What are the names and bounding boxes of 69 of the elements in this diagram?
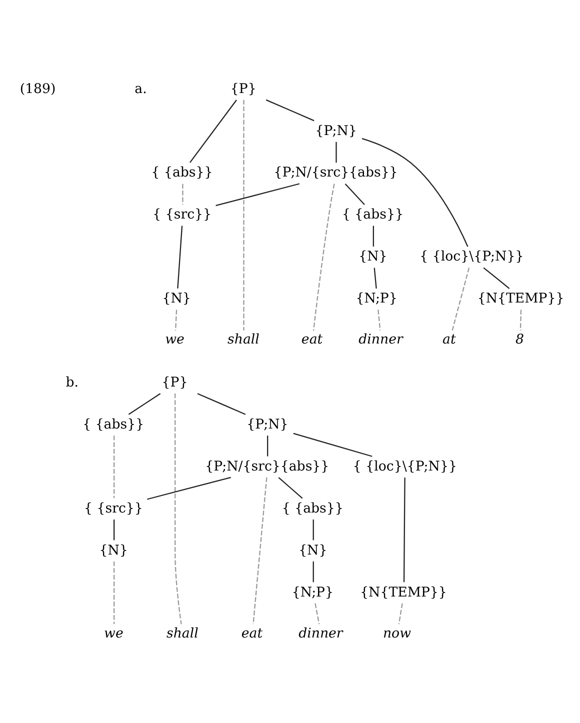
connector (293, 432, 372, 456)
connector (114, 435, 115, 498)
connector (344, 182, 365, 204)
connector (128, 392, 161, 414)
node-text: {P} (230, 81, 256, 96)
node-text: now (382, 626, 411, 641)
node-text: {N{TEMP}} (477, 291, 564, 306)
label: a. (134, 81, 147, 96)
connector (278, 476, 303, 498)
connector (174, 309, 178, 330)
node-text: {P;N} (315, 123, 357, 138)
connector (362, 138, 468, 246)
connector (147, 476, 231, 500)
node-text: {N} (358, 249, 388, 264)
connector (452, 267, 470, 330)
connector (243, 99, 244, 330)
node-text: at (442, 332, 456, 348)
node-text: { {src}} (152, 207, 212, 222)
node-text: {N{TEMP}} (360, 584, 447, 600)
node-text: { {abs}} (282, 500, 344, 516)
node-text: {N;P} (356, 291, 398, 306)
connector (114, 519, 115, 540)
node-text: dinner (298, 626, 343, 641)
node-text: {N} (298, 542, 328, 558)
label: b. (66, 375, 79, 390)
node-text: we (165, 332, 184, 348)
connector (177, 225, 183, 288)
node-text: shall (166, 626, 198, 641)
connector (252, 476, 268, 624)
connector (372, 225, 374, 246)
node-text: we (104, 626, 124, 641)
connector (114, 560, 115, 624)
node-text: { {abs}} (342, 207, 404, 222)
connector (483, 266, 510, 288)
connector (182, 183, 184, 204)
node-text: dinner (358, 332, 403, 348)
connector (312, 560, 314, 582)
node-text: 8 (516, 332, 524, 348)
connector (216, 182, 300, 206)
node-text: {P;N/{src}{abs}} (205, 458, 330, 474)
node-text: {N} (162, 291, 191, 306)
node-text: eat (241, 626, 263, 641)
connector (378, 309, 381, 330)
node-text: {N;P} (292, 584, 334, 600)
connector (312, 519, 314, 540)
connector (312, 183, 335, 330)
connector (174, 393, 182, 624)
connector (314, 602, 320, 624)
node-text: eat (301, 332, 323, 348)
connector (520, 309, 522, 330)
node-text: { {loc}\{P;N}} (352, 458, 457, 474)
connector (267, 435, 268, 456)
connector (398, 602, 403, 624)
node-text: { {abs}} (82, 416, 144, 432)
connector (190, 99, 237, 162)
connector (266, 98, 314, 121)
node-text: {P;N} (246, 416, 288, 432)
node-text: {N} (99, 542, 128, 558)
connector (374, 267, 377, 288)
node-text: { {abs}} (151, 165, 213, 180)
connector (403, 477, 406, 582)
node-text: {P;N/{src}{abs}} (274, 165, 398, 180)
node-text: shall (228, 332, 260, 348)
connector (197, 392, 246, 414)
connector (336, 141, 337, 162)
node-text: {P} (162, 375, 188, 390)
node-text: { {src}} (84, 500, 143, 516)
node-text: { {loc}\{P;N}} (420, 249, 524, 264)
label: (189) (20, 81, 56, 96)
